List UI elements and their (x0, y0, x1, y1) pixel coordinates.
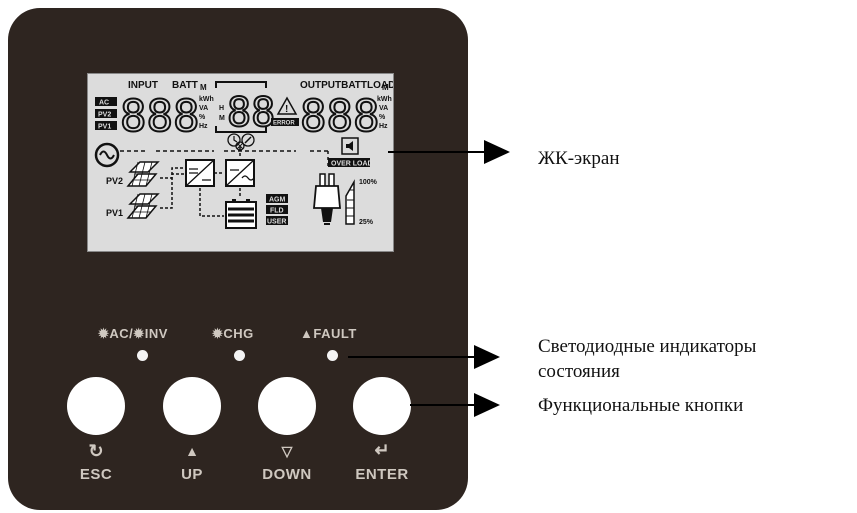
lcd-batt-label: BATT (172, 80, 198, 91)
lcd-unit-kwh-right: kWh (377, 96, 392, 103)
lcd-user-tag: USER (267, 219, 286, 226)
lcd-agm-tag: AGM (269, 197, 286, 204)
lcd-overload-tag: OVER LOAD (331, 161, 373, 168)
lcd-error-tag: ERROR (273, 121, 295, 127)
down-arrow-icon: ▽ (281, 443, 293, 459)
battery-icon (225, 199, 257, 229)
ac-inv-led (137, 350, 148, 361)
pv2-panel-icon (126, 161, 160, 187)
lcd-unit-kwh-left: kWh (199, 96, 214, 103)
chg-indicator-label: ✹CHG (212, 326, 254, 341)
esc-button-label: ESC (79, 466, 113, 483)
sun-icon: ✹ (133, 326, 145, 341)
lcd-screen-callout: ЖК-экран (538, 148, 620, 169)
lcd-unit-percent-right: % (379, 114, 386, 121)
up-arrow-icon: ▲ (185, 443, 199, 459)
lcd-output-batt-load-label: OUTPUTBATTLOAD (300, 80, 393, 91)
lcd-unit-percent-left: % (199, 114, 206, 121)
chg-led (234, 350, 245, 361)
ac-grid-icon (94, 142, 120, 168)
clock-icon (227, 133, 241, 147)
lcd-right-digits: 888 (300, 91, 379, 142)
lcd-unit-m-left: M (200, 83, 207, 92)
function-buttons-callout: Функциональные кнопки (538, 395, 744, 416)
lcd-left-digits: 888 (120, 91, 199, 142)
lcd-unit-va-right: VA (379, 105, 388, 112)
lcd-pv2-label: PV2 (106, 176, 123, 186)
sun-icon: ✹ (98, 326, 110, 341)
esc-button[interactable] (67, 377, 125, 435)
down-button-label: DOWN (262, 466, 312, 483)
lcd-ac-tag: AC (99, 100, 109, 107)
lcd-pv1-label: PV1 (106, 208, 123, 218)
load-bulb-icon (313, 173, 341, 225)
arrow-leds (474, 345, 500, 369)
ac-inv-indicator-label: ✹AC/✹INV (98, 326, 168, 341)
lcd-pv1-tag: PV1 (98, 124, 111, 131)
mute-icon (341, 137, 359, 155)
led-indicators-callout-line2: состояния (538, 361, 620, 382)
led-indicators-callout-line1: Светодиодные индикаторы (538, 336, 757, 357)
lcd-load-100-label: 100% (359, 179, 378, 186)
fault-indicator-label: ▲FAULT (300, 326, 357, 341)
lcd-input-label: INPUT (128, 80, 158, 91)
enter-button-label: ENTER (355, 466, 409, 483)
pv1-panel-icon (126, 193, 160, 219)
lcd-load-25-label: 25% (359, 219, 374, 226)
lcd-fld-tag: FLD (270, 208, 284, 215)
svg-text:!: ! (285, 104, 288, 115)
return-icon: ↻ (88, 441, 104, 461)
lcd-unit-hz-right: Hz (379, 123, 388, 130)
lcd-unit-m-right: M (382, 83, 389, 92)
up-button[interactable] (163, 377, 221, 435)
lcd-segments: INPUT BATT M OUTPUTBATTLOAD M AC PV2 PV1… (94, 80, 393, 229)
lcd-unit-hz-left: Hz (199, 123, 208, 130)
warning-icon: ▲ (300, 326, 314, 341)
fault-led (327, 350, 338, 361)
down-button[interactable] (258, 377, 316, 435)
warning-icon (276, 96, 298, 115)
lcd-screen: INPUT BATT M OUTPUTBATTLOAD M AC PV2 PV1… (87, 73, 394, 252)
lcd-unit-m-center: M (219, 115, 225, 122)
wrench-icon (241, 133, 255, 147)
lcd-unit-h: H (219, 105, 224, 112)
lcd-unit-va-left: VA (199, 105, 208, 112)
arrow-buttons (474, 393, 500, 417)
enter-icon: ↵ (374, 440, 390, 460)
sun-icon: ✹ (212, 326, 224, 341)
up-button-label: UP (181, 466, 203, 483)
lcd-center-digits: 88 (227, 90, 275, 136)
enter-button[interactable] (353, 377, 411, 435)
arrow-lcd (484, 140, 510, 164)
lcd-pv2-tag: PV2 (98, 112, 111, 119)
load-level-bar (345, 179, 355, 225)
